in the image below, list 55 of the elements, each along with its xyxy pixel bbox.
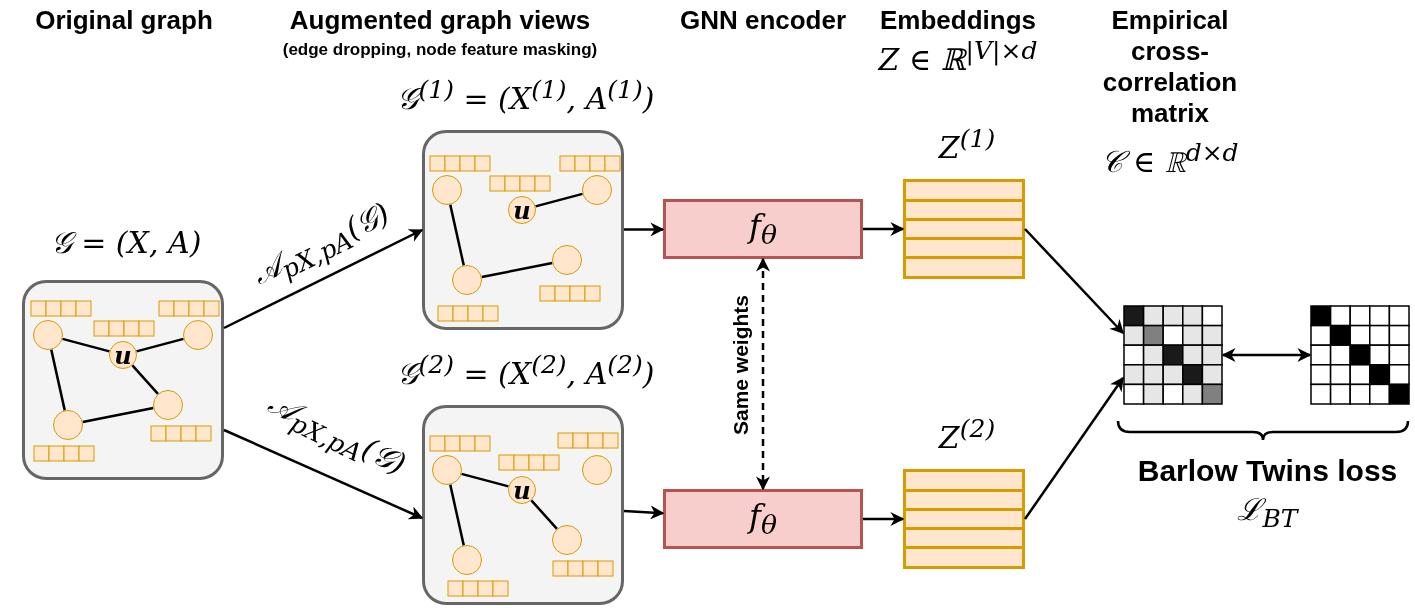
math-formula: Z ∈ ℝ$^{|V|×d}$: [876, 36, 1039, 77]
encoder-formula: f$_{θ}$: [749, 497, 777, 541]
double-arrow: [756, 257, 770, 491]
graph-node-circle: [432, 455, 462, 485]
graph-node: u: [109, 341, 137, 369]
encoder-formula: f$_{θ}$: [749, 207, 777, 251]
column-heading: GNN encoder: [678, 5, 848, 36]
graph-edge: [535, 192, 583, 208]
graph-node-circle: [582, 455, 612, 485]
graph-node-circle: [552, 245, 582, 275]
arrow: [863, 222, 905, 236]
graph-node: u: [508, 476, 536, 504]
graph-node-circle: [552, 525, 582, 555]
graph-edge: [136, 337, 184, 353]
graph-node: u: [508, 196, 536, 224]
math-formula: 𝒞 ∈ ℝ$^{d×d}$: [1100, 138, 1240, 180]
graph-node-circle: [183, 320, 213, 350]
graph-node-circle: [432, 175, 462, 205]
arrow: [223, 428, 424, 520]
graph-edge: [131, 364, 159, 395]
graph-edge: [481, 261, 553, 279]
arrow: [1023, 376, 1125, 520]
column-heading: Barlow Twins loss: [1136, 455, 1399, 486]
arrow: [623, 505, 665, 520]
graph-formula: 𝒢 = (X, A): [49, 225, 203, 261]
graph-node-circle: [53, 410, 83, 440]
column-heading: Augmented graph views: [288, 5, 592, 36]
correlation-matrix-grid: [1310, 305, 1410, 405]
graph-edge: [82, 406, 154, 424]
column-heading: Original graph: [34, 5, 214, 36]
arrow: [863, 512, 905, 526]
graph-edge: [461, 472, 509, 488]
graph-formula: 𝒢$^{(1)}$ = (X$^{(1)}$, A$^{(1)}$): [396, 75, 656, 117]
graph-edge: [449, 484, 465, 546]
graph-edge: [530, 499, 558, 530]
graph-edge: [50, 349, 66, 411]
graph-edge: [449, 204, 465, 266]
graph-node-circle: [582, 175, 612, 205]
graph-node-circle: [153, 390, 183, 420]
graph-node-circle: [33, 320, 63, 350]
encoder-box: [663, 199, 863, 259]
graph-node-circle: [452, 545, 482, 575]
encoder-box: [663, 489, 863, 549]
arrow: [624, 222, 665, 237]
embedding-formula: Z$^{(1)}$: [937, 124, 997, 165]
graph-node-circle: [452, 265, 482, 295]
math-formula: ℒ$_{BT}$: [1236, 491, 1300, 533]
column-heading: Embeddings: [879, 5, 1037, 36]
arrow: [1024, 228, 1124, 334]
subtitle: (edge dropping, node feature masking): [281, 40, 599, 60]
graph-edge: [62, 337, 110, 353]
correlation-matrix-grid: [1123, 305, 1223, 405]
column-heading: Empirical cross-correlation matrix: [1101, 5, 1239, 129]
arrow: [223, 228, 424, 330]
embedding-formula: Z$^{(2)}$: [937, 414, 997, 455]
